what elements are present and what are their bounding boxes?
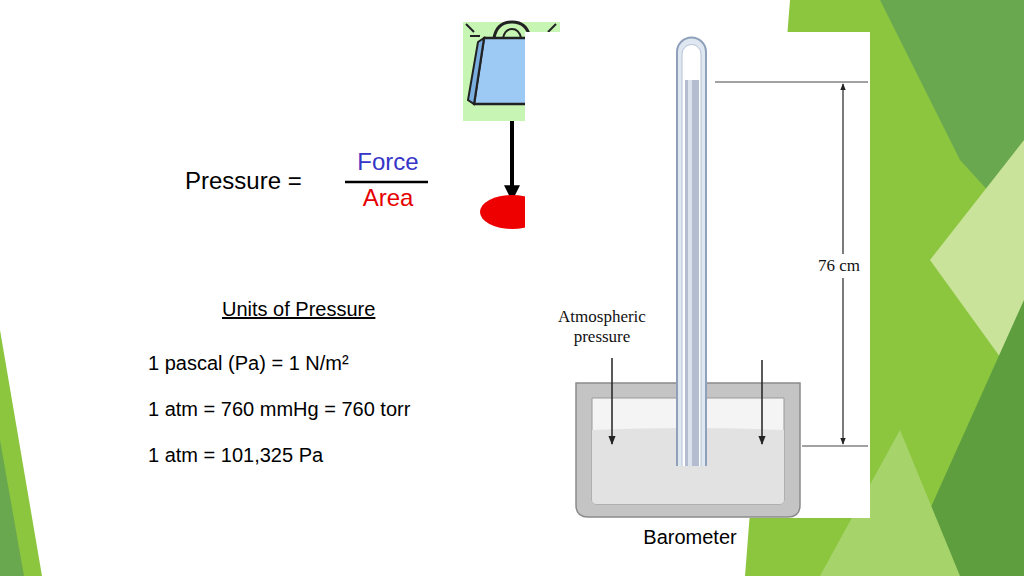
section-heading: Units of Pressure: [222, 298, 375, 321]
fraction-bar: [345, 181, 428, 184]
force-arrow: [510, 121, 514, 198]
denominator-text: Area: [363, 184, 414, 212]
unit-definition: 1 atm = 760 mmHg = 760 torr: [148, 398, 410, 421]
unit-definition: 1 atm = 101,325 Pa: [148, 444, 323, 467]
dimension-label: 76 cm: [815, 254, 863, 278]
formula-text: Pressure =: [185, 167, 302, 195]
unit-definition: 1 pascal (Pa) = 1 N/m²: [148, 352, 349, 375]
figure-caption: Barometer: [643, 526, 736, 549]
callout-label: Atmospheric pressure: [542, 307, 662, 346]
numerator-text: Force: [357, 148, 418, 176]
barometer-figure: [525, 32, 870, 518]
